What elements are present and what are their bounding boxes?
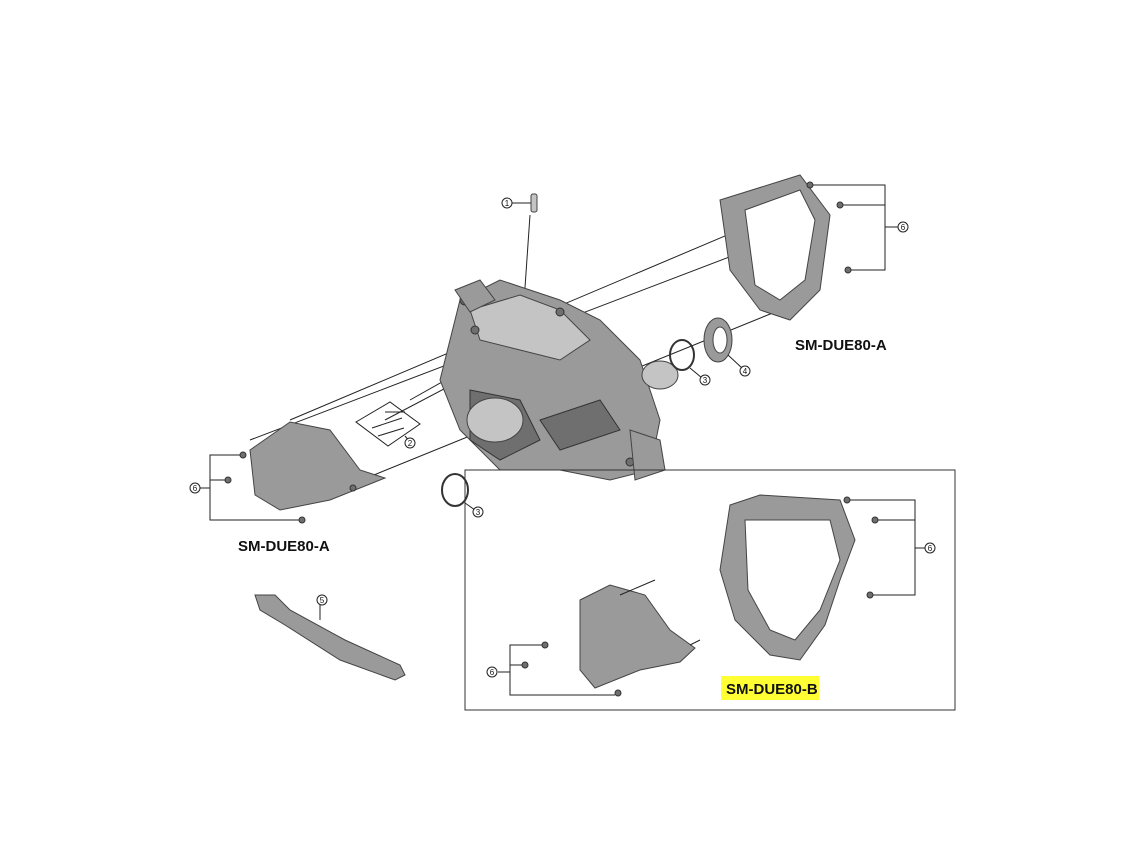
callout-1: 1 — [501, 197, 513, 209]
pin-part — [512, 193, 538, 213]
svg-text:2: 2 — [408, 439, 413, 448]
right-cover-b — [719, 494, 925, 661]
svg-text:6: 6 — [490, 668, 495, 677]
callout-4: 4 — [739, 365, 751, 377]
o-ring-lower — [441, 473, 476, 511]
svg-text:1: 1 — [505, 199, 510, 208]
drive-unit-motor — [439, 279, 679, 481]
callout-6-box-left: 6 — [486, 666, 498, 678]
svg-text:6: 6 — [901, 223, 906, 232]
label-upper-right-model: SM-DUE80-A — [795, 337, 887, 354]
callout-6-left: 6 — [189, 482, 201, 494]
o-ring-upper — [669, 339, 703, 379]
label-left-model: SM-DUE80-A — [238, 538, 330, 555]
svg-text:6: 6 — [193, 484, 198, 493]
svg-text:6: 6 — [928, 544, 933, 553]
svg-text:5: 5 — [320, 596, 325, 605]
callout-2: 2 — [404, 437, 416, 449]
upper-cover-a — [719, 174, 898, 321]
svg-text:4: 4 — [743, 367, 748, 376]
left-cover-b — [498, 579, 701, 697]
svg-text:3: 3 — [476, 508, 481, 517]
label-boxed-model: SM-DUE80-B — [726, 681, 818, 698]
callout-3-upper: 3 — [699, 374, 711, 386]
install-tool-part — [254, 594, 406, 681]
highlight-box-model-b — [721, 676, 819, 700]
callout-5: 5 — [316, 594, 328, 606]
lock-ring-part — [703, 317, 743, 369]
callout-6-box-right: 6 — [924, 542, 936, 554]
svg-text:3: 3 — [703, 376, 708, 385]
bolt-set-part — [355, 401, 421, 447]
sm-due80-b-box — [464, 469, 956, 711]
left-cover-a — [200, 421, 387, 524]
callout-6-upper-right: 6 — [897, 221, 909, 233]
callout-3-lower: 3 — [472, 506, 484, 518]
